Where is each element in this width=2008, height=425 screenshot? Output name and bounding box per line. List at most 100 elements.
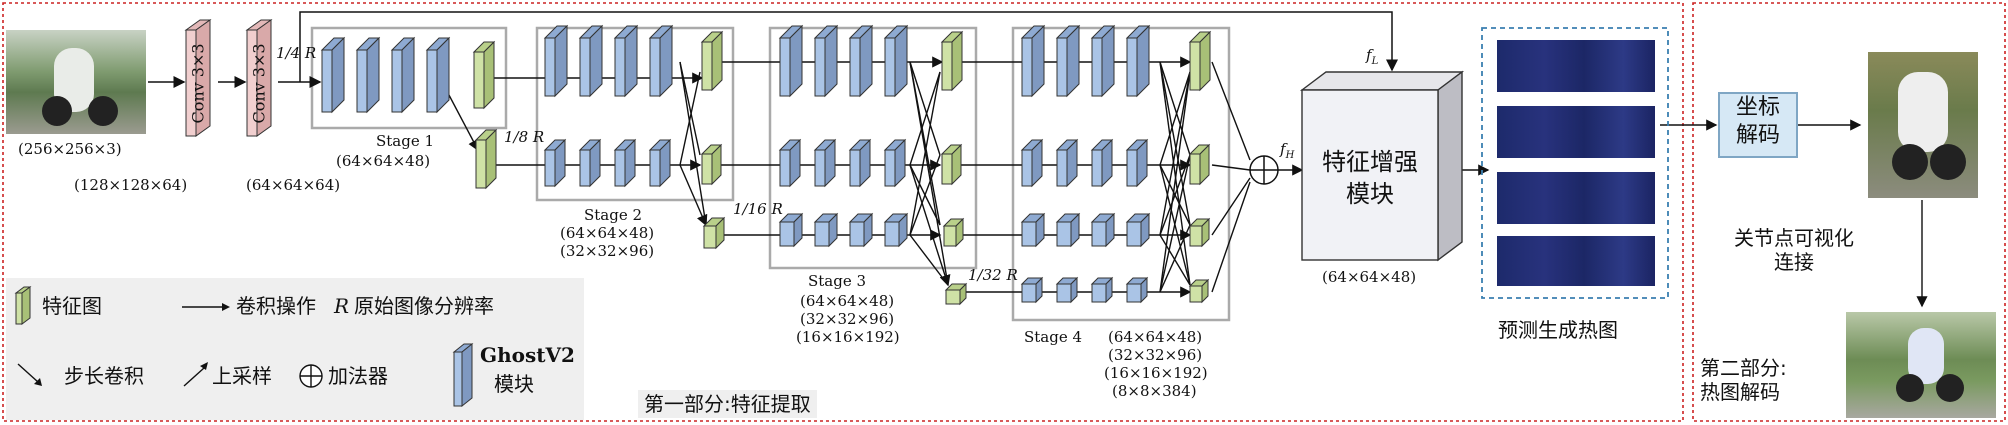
- stage3-frame: [768, 26, 978, 270]
- ghost-s2-r2-3: [648, 138, 672, 188]
- ghost-s3-r1-1: [813, 24, 839, 98]
- part2-line1: 第二部分:: [1700, 356, 1787, 380]
- feature-s4-r2: [1188, 143, 1211, 186]
- feature-blocks: [320, 24, 1212, 306]
- input-image: [6, 30, 146, 134]
- heatmap-frame: [1481, 27, 1669, 299]
- ghost-s2-r1-2: [613, 24, 639, 98]
- enhance-size-label: (64×64×48): [1322, 268, 1417, 286]
- legend-orig-res: 原始图像分辨率: [354, 294, 494, 318]
- ghost-s3-r3-2: [848, 212, 874, 248]
- legend-conv-op: 卷积操作: [236, 294, 316, 318]
- ghost-s3-r2-0: [778, 138, 802, 188]
- fh-label: fH: [1280, 140, 1295, 161]
- fl-label: fL: [1366, 46, 1379, 67]
- legend-upsample: 上采样: [212, 364, 272, 388]
- ghost-s3-r3-0: [778, 212, 804, 248]
- legend-ghost1: GhostV2: [480, 343, 575, 367]
- stage4-size-1: (32×32×96): [1108, 346, 1203, 364]
- input-size-label: (256×256×3): [18, 140, 122, 158]
- ghost-s4-r3-3: [1125, 212, 1151, 248]
- ghost-s2-r1-0: [543, 24, 569, 98]
- ghost-s2-r2-1: [578, 138, 602, 188]
- ghost-s4-r4-0: [1020, 276, 1044, 304]
- conv1-block: [184, 19, 212, 137]
- ghost-s4-r4-3: [1125, 276, 1149, 304]
- stage3-size-0: (64×64×48): [800, 292, 895, 310]
- feature-s2-r1: [700, 30, 724, 92]
- ghost-s2-r1-1: [578, 24, 604, 98]
- ghost-s3-r2-2: [848, 138, 872, 188]
- feature-s1-r1: [472, 40, 496, 110]
- feature-branch-r3: [702, 216, 726, 250]
- ghost-s4-r1-1: [1055, 24, 1081, 98]
- ghost-s4-r1-0: [1020, 24, 1046, 98]
- ghost-s4-r3-1: [1055, 212, 1081, 248]
- feature-s4-r3: [1188, 217, 1211, 248]
- ghost-s4-r1-3: [1125, 24, 1151, 98]
- ghost-s4-r2-0: [1020, 138, 1044, 188]
- ghost-s1-r1-0: [320, 36, 346, 114]
- ghost-s3-r1-0: [778, 24, 804, 98]
- stage2-name: Stage 2: [584, 206, 643, 224]
- heatmap-1: [1497, 40, 1655, 92]
- legend-r-symbol: R: [334, 294, 350, 318]
- feature-s4-r4: [1188, 278, 1210, 304]
- ghost-s4-r3-0: [1020, 212, 1046, 248]
- heatmap-4: [1497, 236, 1655, 286]
- joint-vis-line1: 关节点可视化: [1734, 226, 1854, 250]
- ghost-s4-r2-3: [1125, 138, 1149, 188]
- feature-s3-r2: [940, 143, 963, 186]
- ghost-s2-r2-0: [543, 138, 567, 188]
- part2-line2: 热图解码: [1700, 380, 1780, 404]
- part2-frame: [1692, 2, 2006, 422]
- stage2-size-1: (32×32×96): [560, 242, 655, 260]
- enhance-line2: 模块: [1346, 180, 1394, 208]
- scale-sixteenth: 1/16 R: [733, 200, 783, 218]
- ghost-s4-r2-2: [1090, 138, 1114, 188]
- ghost-s3-r1-3: [883, 24, 909, 98]
- scale-eighth: 1/8 R: [504, 128, 545, 146]
- heatmap-3: [1497, 172, 1655, 224]
- feature-s2-r2: [700, 143, 723, 186]
- decode-line2: 解码: [1735, 123, 1780, 148]
- part1-frame: [2, 2, 1684, 422]
- heatmap-2: [1497, 106, 1655, 158]
- enhance-module-text: 特征增强 模块: [1302, 146, 1438, 210]
- part1-label: 第一部分:特征提取: [638, 390, 817, 418]
- enhance-line1: 特征增强: [1322, 148, 1418, 176]
- feature-s3-r3: [942, 217, 965, 248]
- ghost-s4-r1-2: [1090, 24, 1116, 98]
- ghost-s3-r2-1: [813, 138, 837, 188]
- legend-ghost2: 模块: [494, 372, 534, 396]
- enhance-module-cube: [1299, 70, 1465, 262]
- ghost-s4-r4-2: [1090, 276, 1114, 304]
- decode-line1: 坐标: [1735, 95, 1780, 120]
- conv2-size-label: (64×64×64): [246, 176, 341, 194]
- ghost-s1-r1-1: [355, 36, 381, 114]
- joint-vis-line2: 连接: [1774, 250, 1814, 274]
- ghost-s2-r1-3: [648, 24, 674, 98]
- ghost-s2-r2-2: [613, 138, 637, 188]
- feature-s3-r1: [940, 30, 964, 92]
- conv2-label: Conv 3×3: [249, 43, 269, 124]
- feature-s4-r1: [1188, 30, 1212, 92]
- stage3-size-1: (32×32×96): [800, 310, 895, 328]
- legend-adder: 加法器: [328, 364, 388, 388]
- legend-stride-conv: 步长卷积: [64, 364, 144, 388]
- part2-label: 第二部分: 热图解码: [1700, 356, 1787, 404]
- stage1-size: (64×64×48): [336, 152, 431, 170]
- joint-vis-label: 关节点可视化 连接: [1734, 226, 1854, 274]
- stage2-size-0: (64×64×48): [560, 224, 655, 242]
- feature-branch-r4: [944, 282, 968, 306]
- legend-feature-map: 特征图: [42, 294, 102, 318]
- stage3-size-2: (16×16×192): [796, 328, 900, 346]
- ghost-s3-r1-2: [848, 24, 874, 98]
- scale-thirtysecond: 1/32 R: [968, 266, 1018, 284]
- stage4-size-3: (8×8×384): [1112, 382, 1197, 400]
- coord-decode-box: 坐标 解码: [1718, 92, 1798, 158]
- conv1-size-label: (128×128×64): [74, 176, 188, 194]
- scale-quarter: 1/4 R: [276, 44, 317, 62]
- stage3-name: Stage 3: [808, 272, 867, 290]
